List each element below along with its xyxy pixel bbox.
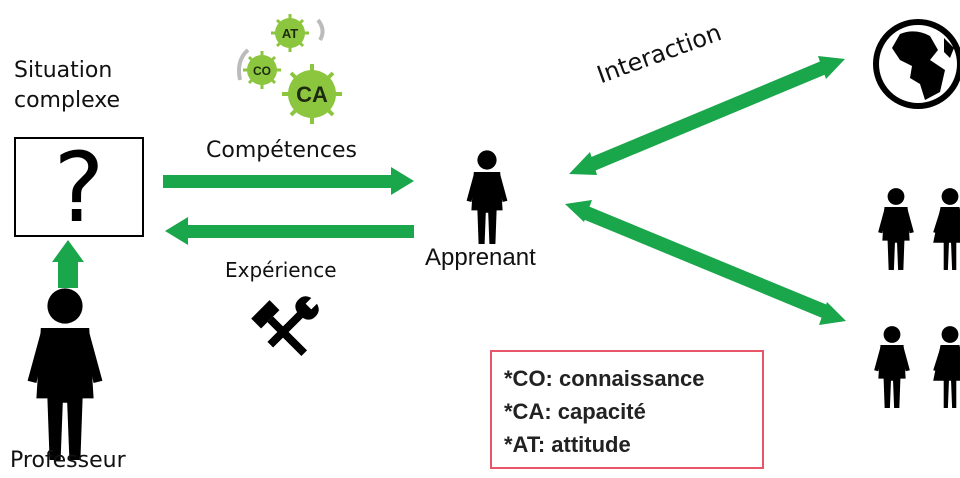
people-group-upper: [878, 188, 960, 270]
legend-box: *CO: connaissance *CA: capacité *AT: att…: [490, 350, 764, 469]
professeur-label: Professeur: [10, 448, 126, 473]
legend-item-at: *AT: attitude: [504, 432, 631, 457]
person-icon: [933, 326, 960, 408]
person-icon: [878, 188, 914, 270]
question-mark: ?: [53, 132, 105, 244]
situation-line1: Situation: [14, 58, 113, 83]
situation-line2: complexe: [14, 88, 121, 113]
experience-label: Expérience: [225, 258, 337, 282]
legend-item-co: *CO: connaissance: [504, 366, 705, 391]
situation-label: Situation complexe: [14, 56, 120, 116]
people-group-lower: [874, 326, 960, 408]
bubble-co: CO: [243, 51, 281, 89]
bubble-ca-label: CA: [296, 82, 328, 107]
bubble-ca: CA: [282, 64, 342, 124]
tools-icon: [251, 296, 319, 357]
virus-bubble-icon: AT CO CA: [237, 14, 342, 124]
professeur-person-icon: [27, 288, 103, 460]
arrow-experience: [165, 217, 414, 245]
apprenant-person-icon: [466, 150, 508, 244]
arrow-interaction-groups: [565, 200, 846, 325]
arrow-competences: [163, 167, 414, 195]
apprenant-label: Apprenant: [425, 244, 536, 271]
arrow-professeur-up: [52, 240, 84, 288]
arrow-interaction-world: [569, 56, 845, 175]
person-icon: [874, 326, 910, 408]
bubble-co-label: CO: [253, 64, 271, 78]
legend-item-ca: *CA: capacité: [504, 399, 646, 424]
situation-box: ?: [14, 133, 144, 243]
globe-icon: [873, 19, 960, 109]
person-icon: [933, 188, 960, 270]
bubble-at-label: AT: [282, 26, 298, 41]
competences-label: Compétences: [206, 138, 357, 163]
bubble-at: AT: [271, 14, 309, 52]
